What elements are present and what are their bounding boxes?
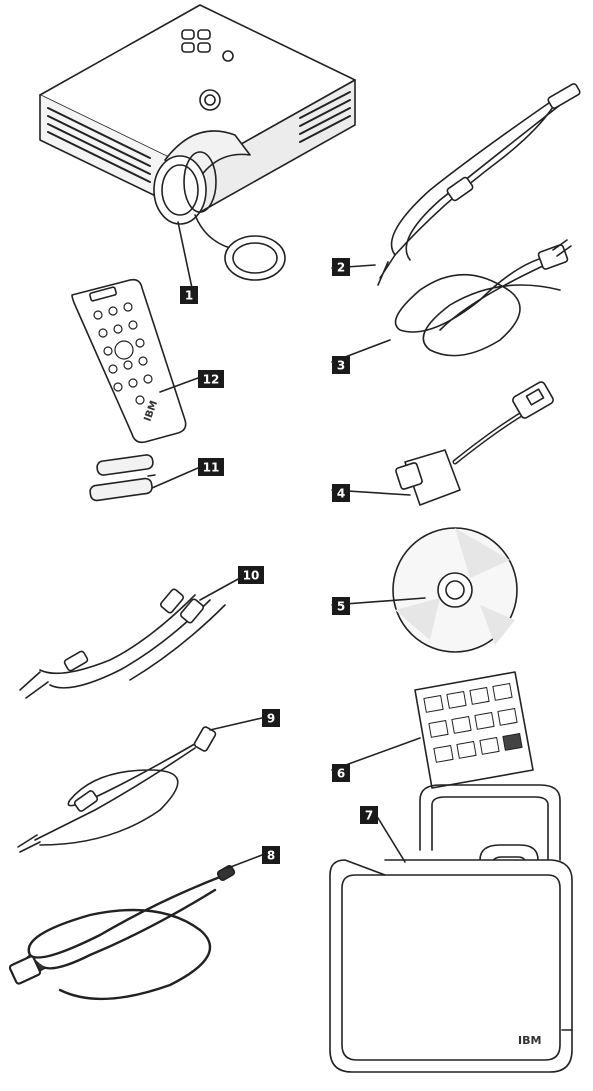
callout-number: 9 [267, 712, 275, 726]
batteries-illustration [89, 454, 198, 501]
projector-illustration [40, 5, 355, 288]
callout-badge-3: 3 [332, 356, 350, 374]
carrying-case-illustration [330, 785, 572, 1072]
callout-badge-4: 4 [332, 484, 350, 502]
power-cord-illustration [332, 240, 571, 362]
callout-badge-1: 1 [180, 286, 198, 304]
callout-badge-8: 8 [262, 846, 280, 864]
callout-badge-5: 5 [332, 597, 350, 615]
callout-number: 4 [337, 487, 345, 501]
callout-number: 3 [337, 359, 345, 373]
case-logo: IBM [518, 1034, 541, 1047]
callout-number: 10 [243, 569, 260, 583]
callout-number: 8 [267, 849, 275, 863]
cd-illustration [332, 528, 517, 652]
audio-cable-illustration [20, 578, 240, 698]
callout-number: 11 [203, 461, 220, 475]
callout-badge-2: 2 [332, 258, 350, 276]
callout-number: 6 [337, 767, 345, 781]
composite-video-cable-illustration [18, 718, 262, 852]
callout-number: 2 [337, 261, 345, 275]
callout-badge-11: 11 [198, 458, 224, 476]
reference-card-illustration [332, 672, 533, 788]
callout-number: 5 [337, 600, 345, 614]
callout-number: 12 [203, 373, 220, 387]
callout-badge-9: 9 [262, 709, 280, 727]
callout-badge-6: 6 [332, 764, 350, 782]
callout-badge-7: 7 [360, 806, 378, 824]
vga-adapter-illustration [332, 381, 555, 505]
callout-number: 1 [185, 289, 193, 303]
remote-control-illustration [72, 280, 198, 443]
callout-number: 7 [365, 809, 373, 823]
callout-badge-12: 12 [198, 370, 224, 388]
callout-badge-10: 10 [238, 566, 264, 584]
usb-cable-illustration [9, 855, 262, 999]
